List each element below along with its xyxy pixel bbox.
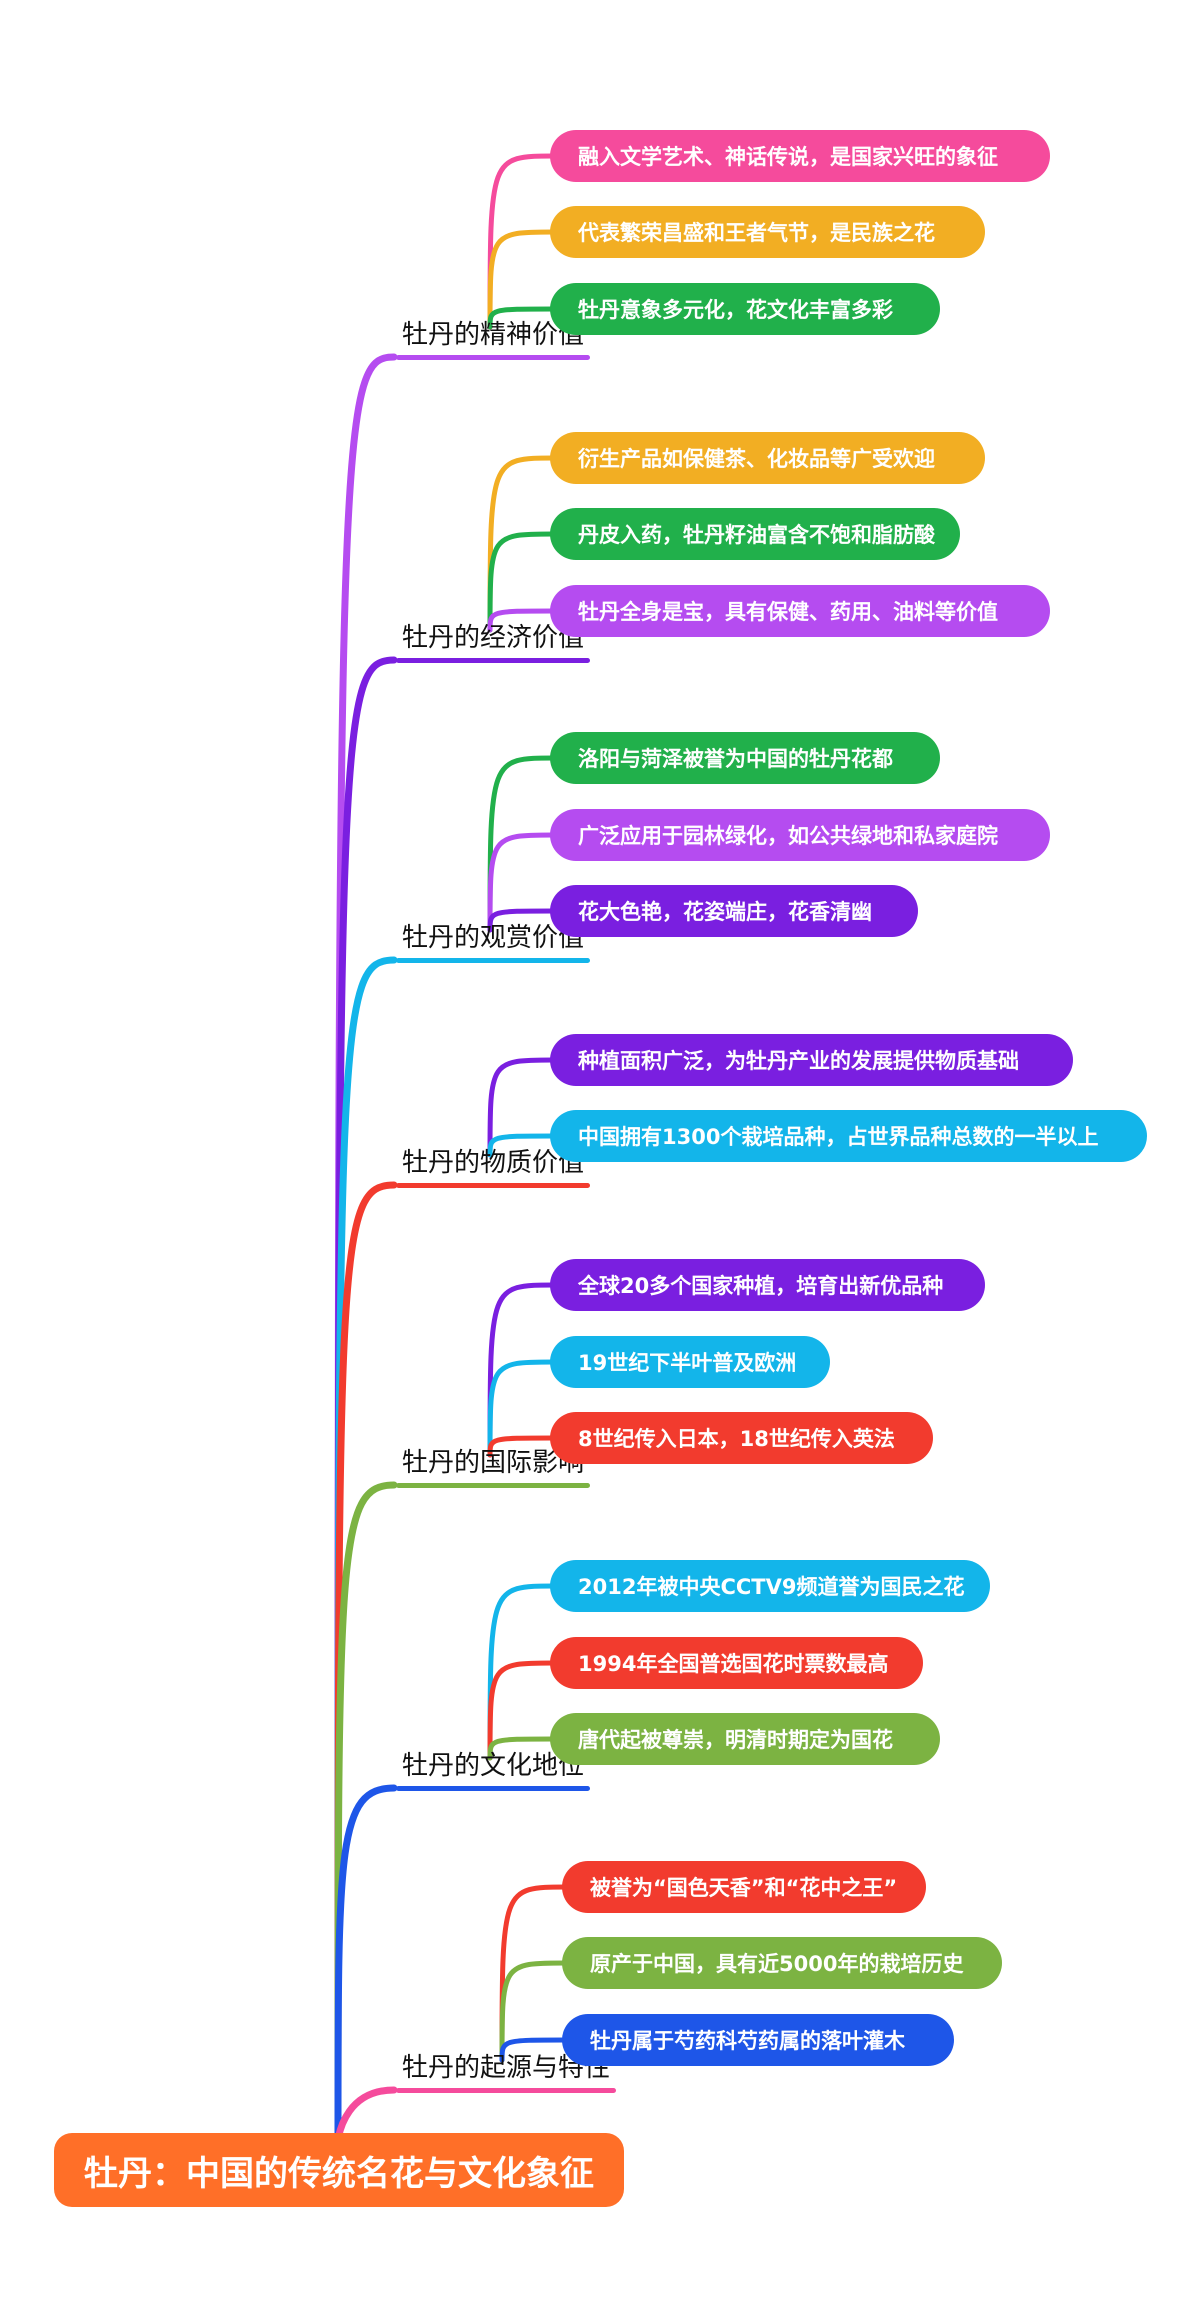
- leaf-topic-4-2[interactable]: 中国拥有1300个栽培品种，占世界品种总数的一半以上: [550, 1110, 1147, 1162]
- leaf-topic-2-1[interactable]: 衍生产品如保健茶、化妆品等广受欢迎: [550, 432, 985, 484]
- trunk-connector-2: [334, 656, 398, 2141]
- branch-label-1[interactable]: 牡丹的精神价值: [402, 320, 585, 350]
- leaf-topic-7-1[interactable]: 被誉为“国色天香”和“花中之王”: [562, 1861, 926, 1913]
- leaf-topic-7-3[interactable]: 牡丹属于芍药科芍药属的落叶灌木: [562, 2014, 954, 2066]
- root-topic[interactable]: 牡丹：中国的传统名花与文化象征: [54, 2133, 624, 2207]
- trunk-connector-4: [334, 1181, 398, 2141]
- trunk-connector-6: [334, 1784, 398, 2141]
- leaf-topic-2-2[interactable]: 丹皮入药，牡丹籽油富含不饱和脂肪酸: [550, 508, 960, 560]
- leaf-topic-5-3[interactable]: 8世纪传入日本，18世纪传入英法: [550, 1412, 933, 1464]
- leaf-topic-5-1[interactable]: 全球20多个国家种植，培育出新优品种: [550, 1259, 985, 1311]
- branch-underline-2: [396, 658, 590, 663]
- branch-underline-7: [396, 2088, 616, 2093]
- trunk-connector-7: [334, 2086, 398, 2143]
- branch-underline-1: [396, 355, 590, 360]
- branch-underline-6: [396, 1786, 590, 1791]
- leaf-topic-1-2[interactable]: 代表繁荣昌盛和王者气节，是民族之花: [550, 206, 985, 258]
- leaf-connector-7-3: [499, 2037, 569, 2063]
- leaf-topic-7-2[interactable]: 原产于中国，具有近5000年的栽培历史: [562, 1937, 1002, 1989]
- leaf-connector-1-3: [487, 306, 557, 330]
- leaf-connector-2-3: [487, 608, 557, 633]
- leaf-topic-6-1[interactable]: 2012年被中央CCTV9频道誉为国民之花: [550, 1560, 990, 1612]
- leaf-connector-3-2: [487, 832, 557, 933]
- leaf-connector-6-2: [487, 1660, 557, 1761]
- leaf-connector-3-3: [487, 908, 557, 933]
- leaf-topic-6-3[interactable]: 唐代起被尊崇，明清时期定为国花: [550, 1713, 940, 1765]
- leaf-connector-1-2: [487, 229, 557, 330]
- trunk-connector-5: [334, 1481, 398, 2141]
- leaf-topic-4-1[interactable]: 种植面积广泛，为牡丹产业的发展提供物质基础: [550, 1034, 1073, 1086]
- leaf-topic-3-1[interactable]: 洛阳与菏泽被誉为中国的牡丹花都: [550, 732, 940, 784]
- leaf-topic-1-1[interactable]: 融入文学艺术、神话传说，是国家兴旺的象征: [550, 130, 1050, 182]
- leaf-topic-3-3[interactable]: 花大色艳，花姿端庄，花香清幽: [550, 885, 918, 937]
- branch-label-2[interactable]: 牡丹的经济价值: [402, 623, 585, 653]
- leaf-connector-4-2: [487, 1133, 557, 1158]
- leaf-connector-6-3: [487, 1736, 557, 1761]
- branch-label-3[interactable]: 牡丹的观赏价值: [402, 923, 585, 953]
- branch-label-6[interactable]: 牡丹的文化地位: [402, 1751, 585, 1781]
- branch-underline-5: [396, 1483, 590, 1488]
- leaf-connector-7-2: [499, 1960, 569, 2063]
- leaf-connector-5-2: [487, 1359, 557, 1458]
- branch-underline-4: [396, 1183, 590, 1188]
- branch-underline-3: [396, 958, 590, 963]
- leaf-topic-1-3[interactable]: 牡丹意象多元化，花文化丰富多彩: [550, 283, 940, 335]
- leaf-connector-4-1: [487, 1057, 557, 1158]
- leaf-topic-2-3[interactable]: 牡丹全身是宝，具有保健、药用、油料等价值: [550, 585, 1050, 637]
- branch-label-4[interactable]: 牡丹的物质价值: [402, 1148, 585, 1178]
- leaf-topic-6-2[interactable]: 1994年全国普选国花时票数最高: [550, 1637, 923, 1689]
- leaf-connector-2-2: [487, 531, 557, 633]
- leaf-topic-3-2[interactable]: 广泛应用于园林绿化，如公共绿地和私家庭院: [550, 809, 1050, 861]
- branch-label-5[interactable]: 牡丹的国际影响: [402, 1448, 585, 1478]
- leaf-connector-5-3: [487, 1435, 557, 1458]
- leaf-topic-5-2[interactable]: 19世纪下半叶普及欧洲: [550, 1336, 830, 1388]
